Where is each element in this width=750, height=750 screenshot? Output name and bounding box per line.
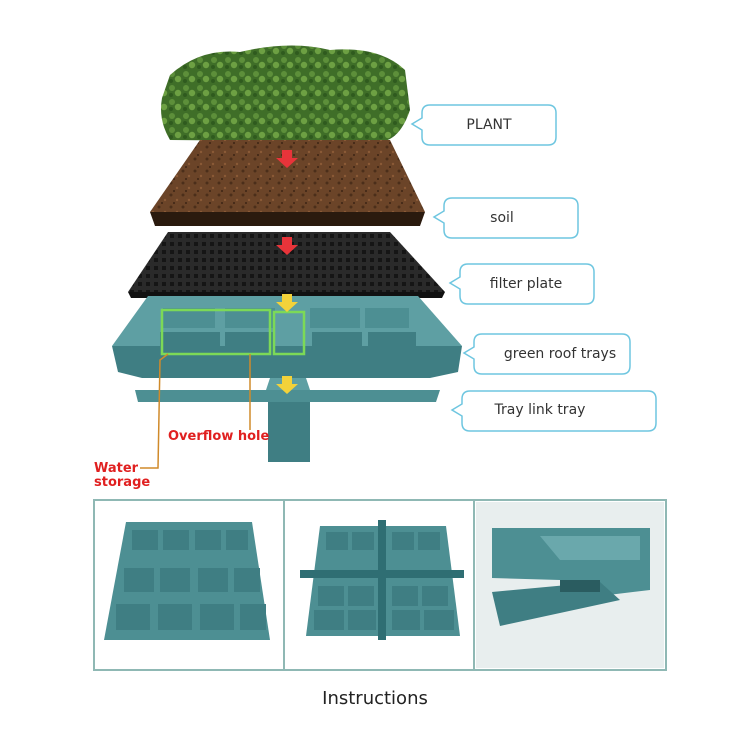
- callout-filter-plate: filter plate: [448, 263, 595, 305]
- yellow-arrow-1: [276, 294, 298, 312]
- tray-photo-2: [300, 520, 464, 640]
- tray-photo-1: [104, 522, 270, 640]
- callout-tray-link-tray-text: Tray link tray: [494, 402, 586, 418]
- water-storage-label-line2: storage: [94, 475, 150, 490]
- overflow-hole-highlight: [272, 310, 306, 356]
- overflow-hole-label: Overflow hole: [168, 429, 269, 444]
- callout-green-roof-trays: green roof trays: [462, 333, 631, 375]
- photo-panels: [93, 499, 667, 671]
- callout-tray-link-tray: Tray link tray: [450, 390, 657, 432]
- soil-layer: [150, 140, 425, 226]
- yellow-arrow-2: [276, 376, 298, 394]
- water-storage-label-line1: Water: [94, 461, 139, 476]
- plant-layer: [161, 45, 410, 142]
- callout-plant-text: PLANT: [466, 117, 512, 133]
- red-arrow-1: [276, 150, 298, 168]
- red-arrow-2: [276, 237, 298, 255]
- callout-filter-plate-text: filter plate: [490, 276, 562, 292]
- tray-link-layer: [135, 378, 440, 462]
- green-roof-tray-layer: [112, 296, 462, 378]
- water-storage-highlight: [160, 308, 272, 356]
- instructions-caption: Instructions: [322, 688, 428, 709]
- callout-green-roof-trays-text: green roof trays: [504, 346, 616, 362]
- callout-soil-text: soil: [490, 210, 514, 226]
- callout-plant: PLANT: [410, 104, 557, 146]
- tray-photo-3: [476, 502, 664, 668]
- callout-soil: soil: [432, 197, 579, 239]
- water-leader-line: [140, 353, 169, 469]
